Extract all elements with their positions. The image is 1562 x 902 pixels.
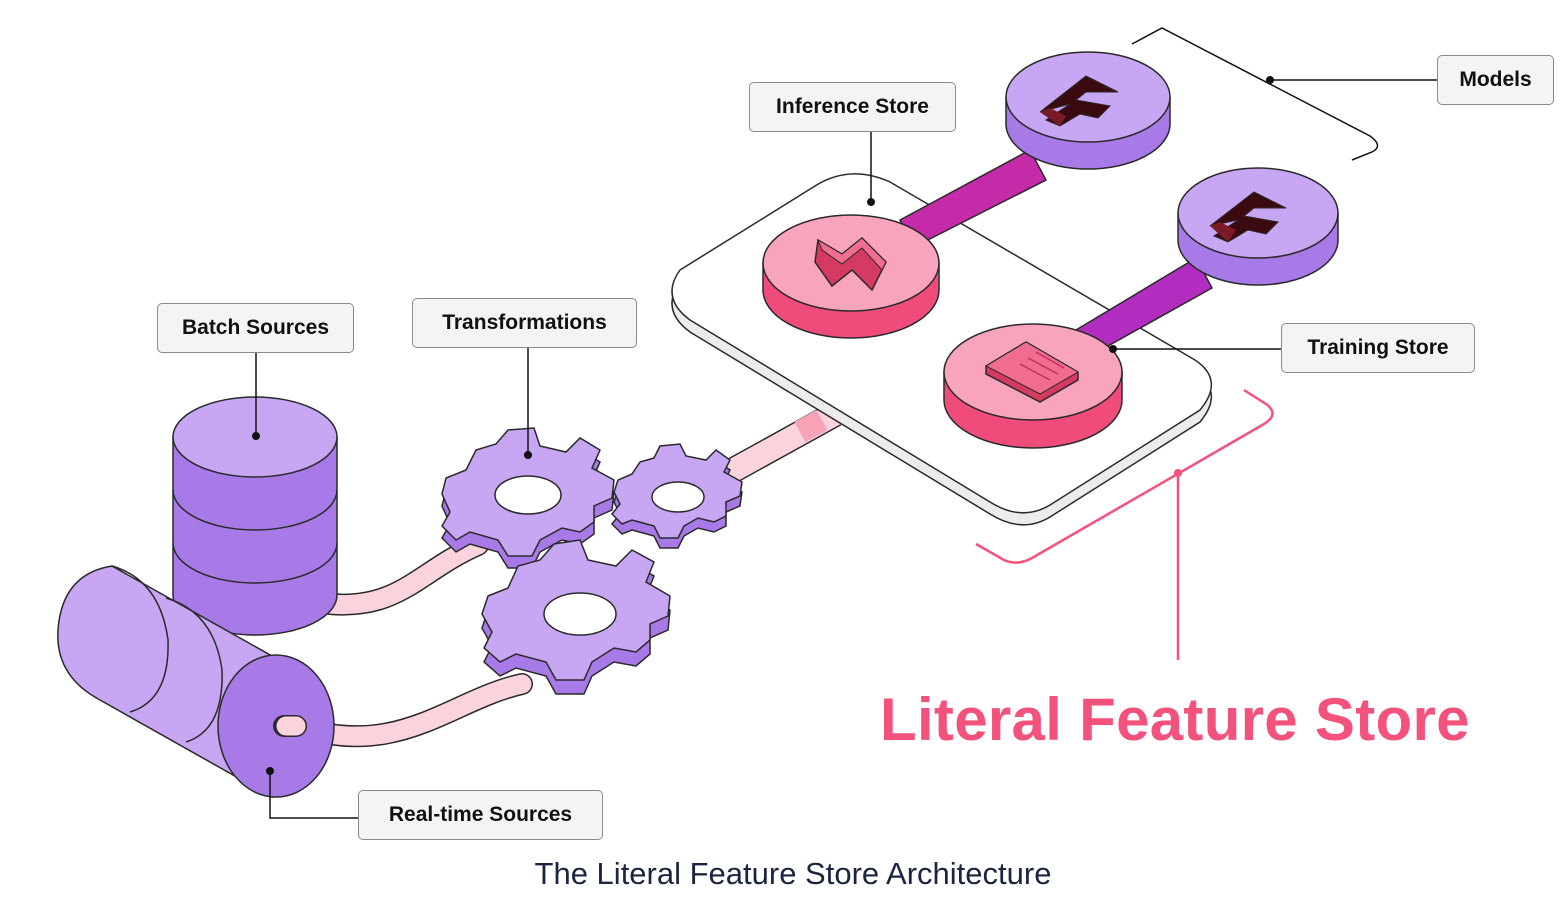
leader-batch xyxy=(252,353,260,440)
callout-training-store: Training Store xyxy=(1281,323,1475,373)
gear-large-top xyxy=(441,427,615,569)
callout-batch-sources: Batch Sources xyxy=(157,303,354,353)
realtime-sources-database xyxy=(57,565,335,799)
pipe-batch-to-gears xyxy=(319,534,489,616)
model-disc-top xyxy=(1005,51,1171,170)
model-disc-bottom xyxy=(1177,167,1339,286)
pipe-gears-to-store xyxy=(705,402,842,494)
feature-store-headline: Literal Feature Store xyxy=(880,686,1470,753)
leader-realtime xyxy=(266,767,358,819)
callout-transformations: Transformations xyxy=(412,298,637,348)
inference-store-disc xyxy=(762,214,940,339)
document-icon xyxy=(984,341,1079,403)
leader-training xyxy=(1109,345,1281,353)
model-logo-icon xyxy=(1209,191,1287,243)
callout-realtime-sources: Real-time Sources xyxy=(358,790,603,840)
models-bracket xyxy=(1131,27,1437,161)
leader-inference xyxy=(867,132,875,206)
callout-models: Models xyxy=(1437,55,1554,105)
gear-small xyxy=(610,443,743,549)
lightning-bolt-icon xyxy=(814,236,887,292)
callout-inference-store: Inference Store xyxy=(749,82,956,132)
diagram-caption: The Literal Feature Store Architecture xyxy=(534,856,1052,891)
gear-large-bottom xyxy=(481,539,671,695)
model-logo-icon xyxy=(1039,75,1119,127)
feature-store-bracket xyxy=(975,388,1274,660)
training-store-disc xyxy=(943,323,1123,449)
leader-transformations xyxy=(524,348,532,459)
